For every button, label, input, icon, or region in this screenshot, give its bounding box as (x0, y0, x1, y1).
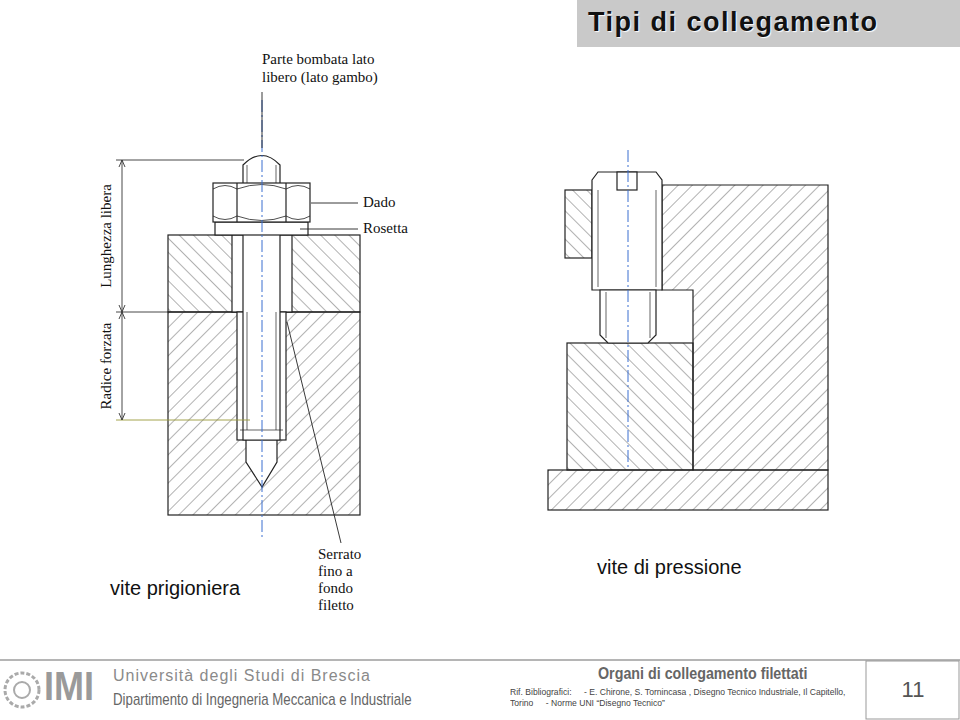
references-text: Rif. Bibliografici:- E. Chirone, S. Torn… (510, 686, 860, 709)
footer-rule (0, 659, 960, 661)
logo-gear (5, 673, 39, 707)
dimension-label: Lunghezza libera (98, 184, 115, 288)
page-number: 11 (902, 677, 925, 703)
reference: Rif. Bibliografici: (510, 687, 572, 696)
thread-root (247, 312, 248, 430)
leader-line (262, 92, 263, 148)
screw (592, 172, 662, 290)
logo-gear (14, 682, 30, 698)
part-label: Dado (363, 194, 396, 211)
university-name: Università degli Studi di Brescia (113, 667, 371, 685)
centerline (262, 100, 263, 540)
leader-line (311, 203, 358, 204)
thread-root (276, 312, 277, 430)
stud-drawing (168, 156, 360, 516)
references: Rif. Bibliografici:- E. Chirone, S. Torn… (510, 686, 959, 716)
thread-root (606, 292, 607, 338)
thread-root (598, 190, 599, 287)
logo-text: IMI (44, 664, 94, 709)
page-box (866, 661, 959, 719)
caption: vite di pressione (597, 556, 742, 579)
part-label: Parte bombata lato libero (lato gambo) (262, 50, 412, 86)
set-screw-drawing (548, 172, 828, 510)
leader-lines (262, 92, 358, 543)
department-name: Dipartimento di Ingegneria Meccanica e I… (113, 690, 412, 710)
leader-line (300, 229, 358, 230)
extension-line (116, 160, 244, 161)
title-band (577, 0, 960, 47)
thread-root (650, 292, 651, 338)
part-label: Rosetta (363, 220, 408, 237)
dimension-line (122, 160, 123, 420)
base-plate (548, 470, 828, 510)
centerline (628, 150, 629, 470)
part-label: Serrato fino a fondo filetto (318, 546, 380, 614)
body-lip (565, 190, 592, 258)
pressed-part (567, 343, 693, 470)
extension-line (116, 312, 168, 313)
thread-root (656, 190, 657, 287)
screw-slot (617, 172, 637, 190)
dimension-label: Radice forzata (98, 322, 115, 409)
dimensions (116, 160, 250, 420)
caption: vite prigioniera (110, 577, 240, 600)
dimension-arrows (119, 160, 125, 420)
extension-line (116, 420, 250, 421)
slide-title: Tipi di collegamento (588, 7, 879, 38)
course-topic: Organi di collegamento filettati (598, 664, 807, 684)
leader-line (287, 322, 341, 543)
reference: - Norme UNI “Disegno Tecnico” (546, 698, 665, 707)
